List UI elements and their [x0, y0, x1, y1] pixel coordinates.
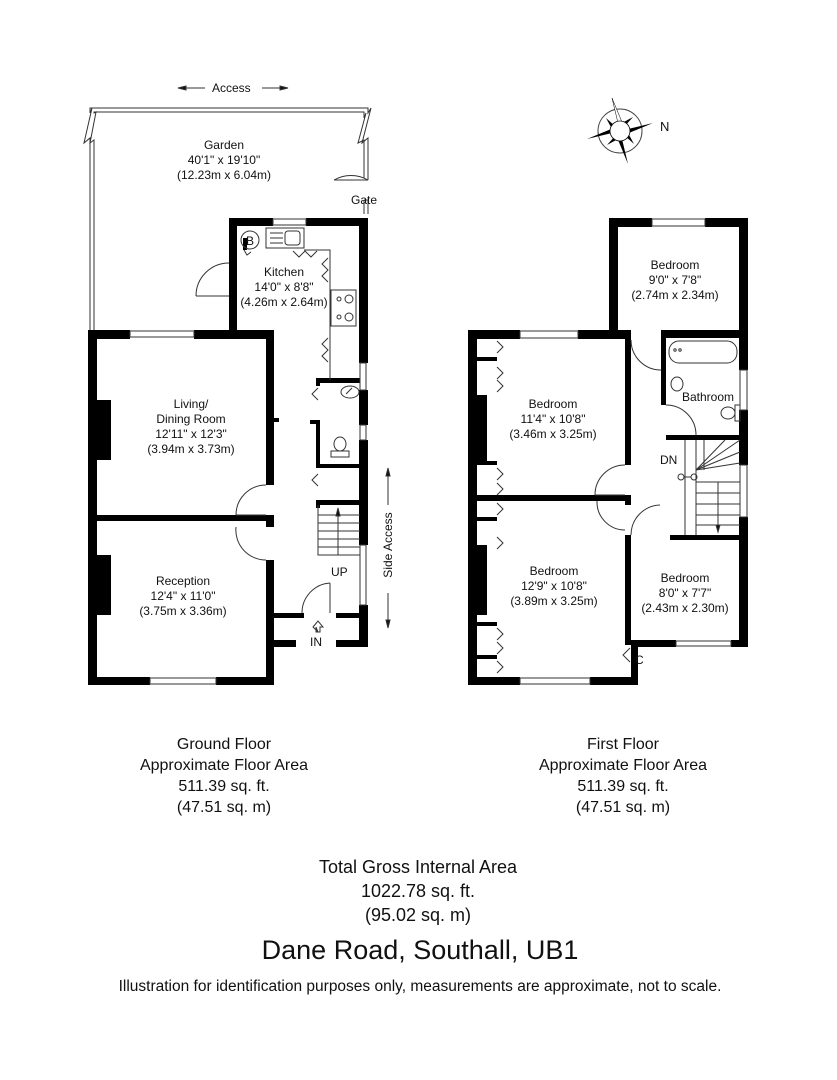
garden-boundary: [83, 107, 372, 330]
room-metric: (3.75m x 3.36m): [139, 604, 227, 618]
room-metric: (2.74m x 2.34m): [631, 288, 719, 302]
room-bedroom-small: Bedroom 8'0" x 7'7" (2.43m x 2.30m): [641, 571, 728, 616]
summary-sqft: 511.39 sq. ft.: [178, 778, 270, 795]
cupboard-label: C: [635, 653, 644, 667]
room-imperial: 40'1" x 19'10": [187, 153, 261, 167]
total-title: Total Gross Internal Area: [318, 857, 518, 877]
room-imperial: 14'0" x 8'8": [254, 280, 314, 294]
wc-fittings: [311, 385, 360, 487]
room-name: Bedroom: [660, 571, 710, 585]
room-reception: Reception 12'4" x 11'0" (3.75m x 3.36m): [139, 574, 226, 619]
entrance-arrow-icon: [312, 620, 325, 633]
total-sqm: (95.02 sq. m): [364, 905, 472, 925]
first-floor-walls: [468, 218, 748, 685]
room-living-dining: Living/ Dining Room 12'11" x 12'3" (3.94…: [147, 397, 234, 457]
summary-subtitle: Approximate Floor Area: [139, 757, 309, 774]
room-metric: (3.46m x 3.25m): [509, 427, 597, 441]
room-metric: (12.23m x 6.04m): [176, 168, 272, 182]
dn-label: DN: [660, 453, 678, 467]
first-floor-windows: [519, 218, 748, 685]
summary-title: Ground Floor: [176, 736, 272, 753]
summary-subtitle: Approximate Floor Area: [538, 757, 708, 774]
room-metric: (3.89m x 3.25m): [510, 594, 598, 608]
room-name: Bedroom: [528, 397, 578, 411]
summary-sqft: 511.39 sq. ft.: [577, 778, 669, 795]
room-name: Kitchen: [263, 265, 305, 279]
summary-title: First Floor: [586, 736, 659, 753]
summary-sqm: (47.51 sq. m): [575, 799, 671, 816]
side-access-arrows: [385, 467, 391, 629]
gate-label: Gate: [351, 193, 378, 207]
room-bathroom: Bathroom: [682, 390, 734, 405]
ground-floor-summary: Ground Floor Approximate Floor Area 511.…: [140, 734, 308, 818]
first-floor-stairs: [677, 439, 741, 535]
room-name: Bedroom: [529, 564, 579, 578]
access-arrows: [177, 85, 289, 91]
in-label: IN: [310, 635, 322, 649]
room-kitchen: Kitchen 14'0" x 8'8" (4.26m x 2.64m): [240, 265, 327, 310]
first-floor-doors: [594, 339, 697, 536]
boiler-label: B: [246, 234, 255, 248]
access-label: Access: [212, 81, 251, 95]
ground-stairs: [317, 505, 360, 556]
ground-floor-walls: [88, 218, 368, 685]
first-floor-plan: [468, 218, 748, 685]
ground-floor-plan: [83, 85, 391, 685]
summary-sqm: (47.51 sq. m): [176, 799, 272, 816]
total-area: Total Gross Internal Area 1022.78 sq. ft…: [319, 855, 517, 927]
room-bedroom-front: Bedroom 12'9" x 10'8" (3.89m x 3.25m): [510, 564, 597, 609]
property-address: Dane Road, Southall, UB1: [261, 935, 579, 965]
side-access-label: Side Access: [381, 512, 395, 578]
up-label: UP: [331, 565, 348, 579]
room-imperial: 11'4" x 10'8": [520, 412, 586, 426]
room-bedroom-rear: Bedroom 9'0" x 7'8" (2.74m x 2.34m): [631, 258, 718, 303]
ground-doors: [235, 484, 331, 614]
ground-floor-windows: [129, 218, 367, 685]
room-metric: (2.43m x 2.30m): [641, 601, 729, 615]
room-garden: Garden 40'1" x 19'10" (12.23m x 6.04m): [177, 138, 271, 183]
room-name: Reception: [155, 574, 211, 588]
compass-rose-icon: [587, 97, 653, 164]
room-name: Bathroom: [681, 390, 735, 404]
room-metric: (4.26m x 2.64m): [240, 295, 328, 309]
room-metric: (3.94m x 3.73m): [147, 442, 235, 456]
room-imperial: 9'0" x 7'8": [648, 273, 702, 287]
first-floor-summary: First Floor Approximate Floor Area 511.3…: [539, 734, 707, 818]
total-sqft: 1022.78 sq. ft.: [360, 881, 476, 901]
kitchen-fittings: [195, 227, 357, 380]
compass-north-label: N: [660, 119, 670, 134]
room-name: Bedroom: [650, 258, 700, 272]
room-name-line1: Living/: [173, 397, 209, 411]
room-name: Garden: [203, 138, 245, 152]
room-imperial: 12'9" x 10'8": [521, 579, 587, 593]
floor-plan-drawing: [83, 85, 748, 685]
disclaimer: Illustration for identification purposes…: [118, 978, 722, 995]
room-imperial: 12'11" x 12'3": [155, 427, 227, 441]
room-imperial: 8'0" x 7'7": [658, 586, 712, 600]
room-bedroom-middle: Bedroom 11'4" x 10'8" (3.46m x 3.25m): [509, 397, 596, 442]
room-imperial: 12'4" x 11'0": [150, 589, 216, 603]
bathroom-fittings: [668, 340, 741, 422]
room-name-line2: Dining Room: [156, 412, 226, 426]
wardrobe-doors: [496, 340, 631, 674]
